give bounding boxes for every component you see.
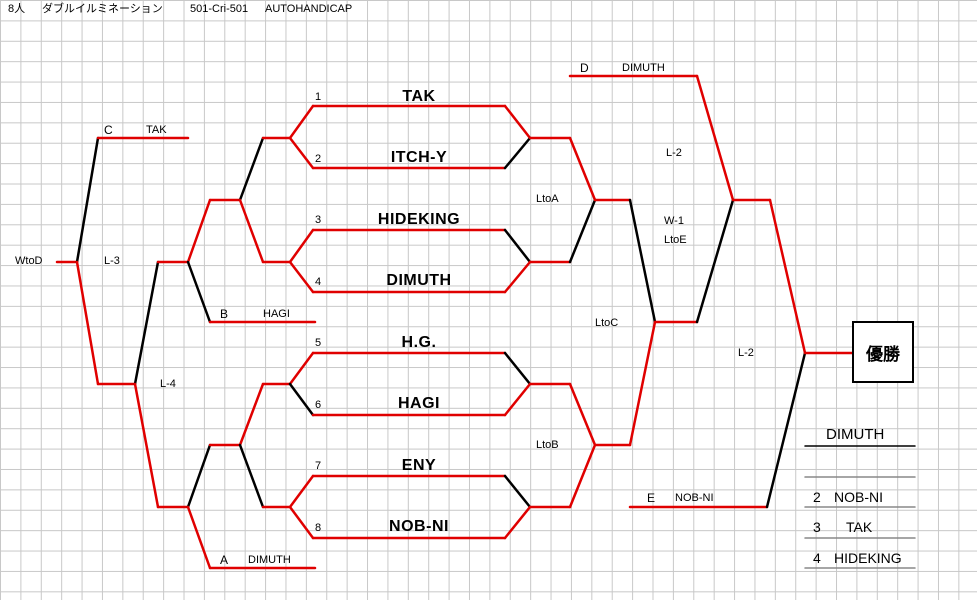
label-l3: L-3 bbox=[104, 255, 120, 267]
bracket-line-l3-down-diag bbox=[133, 260, 160, 386]
label-l4: L-4 bbox=[160, 378, 176, 390]
slot-b-name: HAGI bbox=[263, 308, 290, 320]
bracket-line-m56-top-rdiag bbox=[503, 351, 532, 386]
header-players: 8人 bbox=[8, 3, 26, 15]
seed-number-5: 5 bbox=[315, 337, 322, 349]
slot-e-letter: E bbox=[647, 491, 656, 505]
seed-name-4: DIMUTH bbox=[386, 272, 452, 289]
result-rank-2: 2 bbox=[813, 489, 821, 505]
bracket-line-a-down-diag bbox=[186, 505, 212, 570]
bracket-line-w1-diag bbox=[695, 198, 735, 324]
header-format: ダブルイルミネーション bbox=[42, 3, 163, 15]
seed-name-2: ITCH-Y bbox=[390, 149, 448, 166]
label-ltoc: LtoC bbox=[595, 317, 619, 329]
bracket-line-l-left-up bbox=[238, 382, 265, 447]
label-wtod: WtoD bbox=[15, 255, 43, 267]
header-handicap: AUTOHANDICAP bbox=[265, 3, 353, 15]
label-ltoa: LtoA bbox=[536, 193, 559, 205]
seed-name-3: HIDEKING bbox=[377, 211, 461, 228]
bracket-line-d-diag bbox=[695, 74, 735, 202]
bracket-line-l3-b-diag bbox=[186, 198, 212, 264]
bracket-line-b-down-diag bbox=[186, 260, 212, 324]
result-rank-3: 3 bbox=[813, 519, 821, 535]
bracket-line-m12-top-rdiag bbox=[503, 104, 532, 140]
bracket-line-l-left-down bbox=[238, 443, 265, 509]
bracket-line-m56-bot-diag bbox=[288, 382, 315, 417]
bracket-line-wtod-down-diag bbox=[75, 260, 100, 386]
bracket-line-ltoa-up bbox=[568, 136, 597, 202]
bracket-line-m12-bot-rdiag bbox=[503, 136, 532, 170]
bracket-line-m34-top-rdiag bbox=[503, 228, 532, 264]
result-rank-4: 4 bbox=[813, 550, 821, 566]
seed-number-1: 1 bbox=[315, 91, 322, 103]
seed-name-6: HAGI bbox=[398, 395, 440, 412]
slot-d-letter: D bbox=[580, 61, 589, 75]
bracket-line-m34-bot-diag bbox=[288, 260, 315, 294]
label-w1: W-1 bbox=[664, 215, 684, 227]
label-ltoe: LtoE bbox=[664, 234, 687, 246]
slot-c-name: TAK bbox=[146, 124, 167, 136]
bracket-line-ltoc-up bbox=[628, 198, 657, 324]
bracket-line-m34-top-diag bbox=[288, 228, 315, 264]
seed-number-7: 7 bbox=[315, 460, 322, 472]
slot-b-letter: B bbox=[220, 307, 229, 321]
seed-number-4: 4 bbox=[315, 276, 322, 288]
seed-number-8: 8 bbox=[315, 522, 322, 534]
bracket-line-l4-down-diag bbox=[133, 382, 160, 509]
bracket-line-final-up bbox=[768, 198, 807, 355]
bracket-line-m34-bot-rdiag bbox=[503, 260, 532, 294]
bracket-line-ltob-down bbox=[568, 443, 597, 509]
champion-name: DIMUTH bbox=[826, 426, 885, 443]
champion-box-label: 優勝 bbox=[866, 344, 900, 364]
bracket-line-e-diag bbox=[765, 351, 807, 509]
seed-name-7: ENY bbox=[401, 457, 437, 474]
slot-c-letter: C bbox=[104, 123, 113, 137]
bracket-line-u-left-down bbox=[238, 198, 265, 264]
seed-number-2: 2 bbox=[315, 153, 322, 165]
bracket-line-l4-a-up bbox=[186, 443, 212, 509]
bracket-line-m56-top-diag bbox=[288, 351, 315, 386]
seed-name-1: TAK bbox=[402, 88, 436, 105]
bracket-line-m78-top-diag bbox=[288, 474, 315, 509]
bracket-line-m56-bot-rdiag bbox=[503, 382, 532, 417]
slot-d-name: DIMUTH bbox=[622, 62, 665, 74]
slot-a-name: DIMUTH bbox=[248, 554, 291, 566]
bracket-line-m12-top-diag bbox=[288, 104, 315, 140]
slot-a-letter: A bbox=[220, 553, 229, 567]
result-name-2: NOB-NI bbox=[834, 489, 883, 505]
label-l2-top: L-2 bbox=[666, 147, 682, 159]
bracket-line-m78-top-rdiag bbox=[503, 474, 532, 509]
bracket-line-ltoa-down bbox=[568, 198, 597, 264]
champion-box: 優勝 bbox=[852, 321, 914, 383]
seed-number-6: 6 bbox=[315, 399, 322, 411]
label-l2-final: L-2 bbox=[738, 347, 754, 359]
bracket-line-m12-bot-diag bbox=[288, 136, 315, 170]
bracket-line-u-left-up bbox=[238, 136, 265, 202]
seed-name-5: H.G. bbox=[401, 334, 437, 351]
seed-number-3: 3 bbox=[315, 214, 322, 226]
label-ltob: LtoB bbox=[536, 439, 559, 451]
bracket-line-c-diag bbox=[75, 136, 100, 264]
result-name-4: HIDEKING bbox=[834, 550, 902, 566]
result-name-3: TAK bbox=[846, 519, 873, 535]
slot-e-name: NOB-NI bbox=[675, 492, 714, 504]
bracket-line-ltob-up bbox=[568, 382, 597, 447]
header-game: 501-Cri-501 bbox=[190, 3, 249, 15]
seed-name-8: NOB-NI bbox=[389, 518, 449, 535]
bracket-line-m78-bot-diag bbox=[288, 505, 315, 540]
bracket-line-m78-bot-rdiag bbox=[503, 505, 532, 540]
bracket-line-ltoc-down bbox=[628, 320, 657, 447]
